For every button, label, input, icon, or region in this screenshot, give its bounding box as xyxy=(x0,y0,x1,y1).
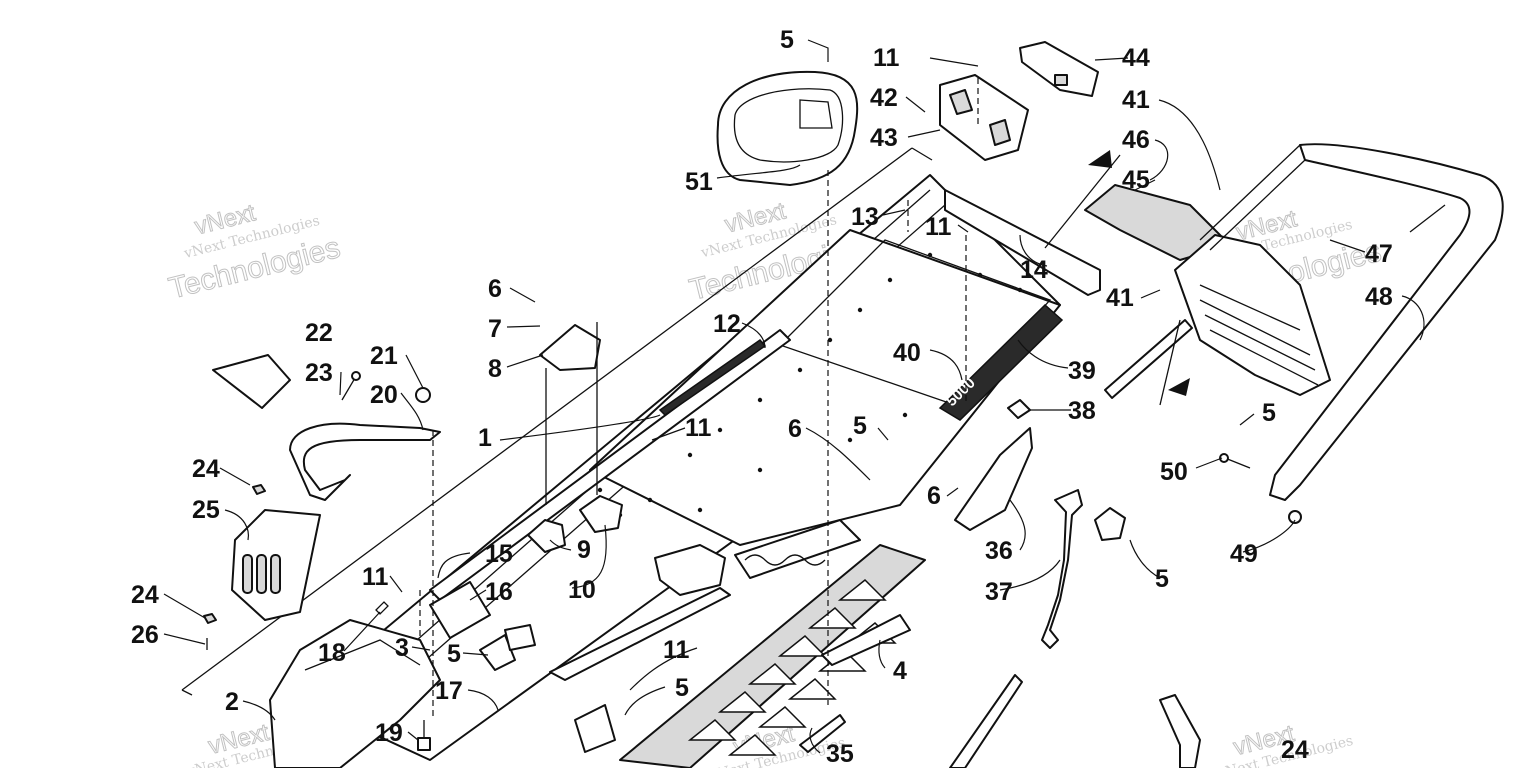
callout-17: 17 xyxy=(435,677,463,705)
callout-16: 16 xyxy=(485,578,513,606)
part-8-handle xyxy=(539,324,601,371)
part-20-bracket xyxy=(289,422,441,501)
callout-36: 36 xyxy=(985,537,1013,565)
callout-8: 8 xyxy=(488,355,502,383)
part-39-decal xyxy=(938,303,1064,421)
callout-20: 20 xyxy=(370,381,398,409)
callout-43: 43 xyxy=(870,124,898,152)
callout-6: 6 xyxy=(927,482,941,510)
leader-lines xyxy=(163,39,1425,754)
callout-5: 5 xyxy=(1262,399,1276,427)
callout-39: 39 xyxy=(1068,357,1096,385)
callout-41: 41 xyxy=(1106,284,1134,312)
part-16-module xyxy=(429,581,491,639)
callout-6: 6 xyxy=(788,415,802,443)
callout-18: 18 xyxy=(318,639,346,667)
part-48-bumper xyxy=(1269,143,1504,501)
callout-42: 42 xyxy=(870,84,898,112)
callout-1: 1 xyxy=(478,424,492,452)
callout-48: 48 xyxy=(1365,283,1393,311)
callout-41: 41 xyxy=(1122,86,1150,114)
center-parts: 5000 xyxy=(527,70,1126,768)
part-2-frame xyxy=(269,619,441,768)
callout-35: 35 xyxy=(826,740,854,768)
part-4-bracket xyxy=(821,614,911,666)
callout-24: 24 xyxy=(131,581,159,609)
callout-49: 49 xyxy=(1230,540,1258,568)
callout-9: 9 xyxy=(577,536,591,564)
tunnel-assembly xyxy=(299,174,1061,768)
callout-37: 37 xyxy=(985,578,1013,606)
part-51-bag xyxy=(716,70,859,186)
callout-2: 2 xyxy=(225,688,239,716)
callout-5: 5 xyxy=(447,640,461,668)
callout-14: 14 xyxy=(1020,256,1048,284)
callout-13: 13 xyxy=(851,203,879,231)
left-front-parts xyxy=(203,354,536,768)
callout-51: 51 xyxy=(685,168,713,196)
part-22-cover xyxy=(212,354,291,409)
callout-7: 7 xyxy=(488,315,502,343)
callout-11: 11 xyxy=(362,563,389,591)
callout-5: 5 xyxy=(853,412,867,440)
callout-24: 24 xyxy=(192,455,220,483)
part-14-rail xyxy=(944,189,1101,296)
callout-23: 23 xyxy=(305,359,333,387)
callout-26: 26 xyxy=(131,621,159,649)
callout-6: 6 xyxy=(488,275,502,303)
callout-11: 11 xyxy=(685,414,712,442)
callout-46: 46 xyxy=(1122,126,1150,154)
callout-5: 5 xyxy=(780,26,794,54)
callout-44: 44 xyxy=(1122,44,1150,72)
callout-47: 47 xyxy=(1365,240,1393,268)
part-36-bracket xyxy=(954,427,1033,531)
callout-5: 5 xyxy=(1155,565,1169,593)
part-43-bracket xyxy=(939,74,1029,161)
callout-11: 11 xyxy=(873,44,900,72)
callout-19: 19 xyxy=(375,719,403,747)
callout-40: 40 xyxy=(893,339,921,367)
callout-45: 45 xyxy=(1122,166,1150,194)
callout-10: 10 xyxy=(568,576,596,604)
callout-22: 22 xyxy=(305,319,333,347)
part-37-strap xyxy=(1041,489,1083,649)
callout-38: 38 xyxy=(1068,397,1096,425)
callout-24: 24 xyxy=(1281,736,1309,764)
callout-12: 12 xyxy=(713,310,741,338)
upper-right-parts xyxy=(939,41,1504,768)
assembly-outline xyxy=(181,147,933,696)
part-47-housing xyxy=(1174,234,1331,396)
callout-50: 50 xyxy=(1160,458,1188,486)
callout-11: 11 xyxy=(663,636,690,664)
callout-4: 4 xyxy=(893,657,907,685)
callout-25: 25 xyxy=(192,496,220,524)
callouts: 5 11 44 42 41 43 46 51 45 13 11 47 14 48… xyxy=(131,26,1393,768)
assembly-dashes xyxy=(419,78,979,720)
callout-5: 5 xyxy=(675,674,689,702)
callout-15: 15 xyxy=(485,540,513,568)
part-44-light xyxy=(1019,41,1099,97)
callout-21: 21 xyxy=(370,342,398,370)
callout-3: 3 xyxy=(395,634,409,662)
callout-11: 11 xyxy=(925,213,952,241)
